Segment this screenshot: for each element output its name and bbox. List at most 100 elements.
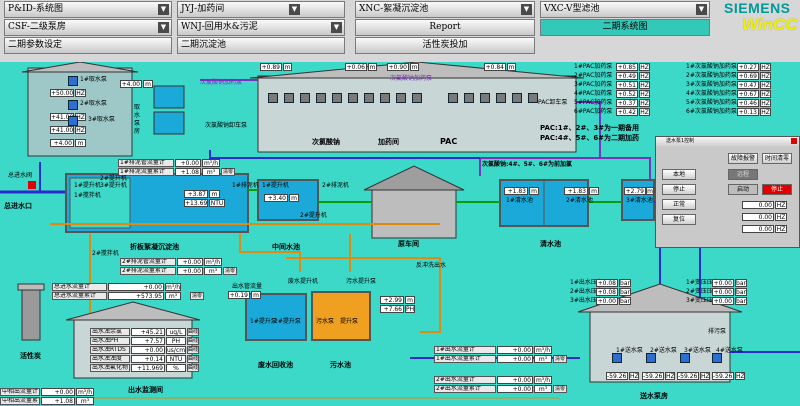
sed-sludge-2-label: 2#排泥机: [322, 182, 349, 189]
dosing-pump-icon[interactable]: [364, 93, 374, 103]
sludge-total-1-clear-button[interactable]: 清零: [221, 168, 235, 176]
cl-dosing-pump-label-2: 次氯酸钠加药泵: [390, 75, 433, 82]
remote-button[interactable]: 远程: [728, 169, 758, 180]
normal-button[interactable]: 正常: [662, 199, 696, 210]
outflow-2-sum-label: 2#出水流量累计: [434, 385, 496, 393]
dosing-pump-icon[interactable]: [528, 93, 538, 103]
cl-pump-5-value: +0.46: [737, 99, 759, 107]
nav-phase2-sedimentation[interactable]: 二期沉淀池: [177, 37, 345, 54]
quality-row-5-trend-button[interactable]: 曲线: [187, 364, 199, 372]
nav-pid-system[interactable]: P&ID-系统图▼: [4, 1, 172, 18]
outflow-label: 出水管流量: [232, 283, 263, 290]
quality-row-4-trend-button[interactable]: 曲线: [187, 355, 199, 363]
pac-pump-3-value: +0.51: [616, 81, 638, 89]
nav-phase2-params[interactable]: 二期参数设定: [4, 37, 172, 54]
fault-alarm-button[interactable]: 故障报警: [728, 153, 758, 164]
nav-carbon-dosing[interactable]: 活性炭投加: [355, 37, 535, 54]
down-arrow-icon[interactable]: ▼: [158, 22, 169, 33]
quality-row-1-trend-button[interactable]: 曲线: [187, 328, 199, 336]
clear-tank-2-label: 2#清水池: [566, 197, 593, 204]
dosing-pump-icon[interactable]: [412, 93, 422, 103]
intake-level-unit: m: [143, 80, 153, 88]
dosing-pump-icon[interactable]: [332, 93, 342, 103]
send-pump-1-icon[interactable]: [612, 353, 622, 363]
sludge-flow-1-label: 1#排泥管流量计: [118, 159, 174, 167]
sludge-total-1-value: +1.08: [175, 168, 201, 176]
dosing-pump-icon[interactable]: [380, 93, 390, 103]
intake-level2-value: +4.00: [50, 139, 74, 147]
dosing-pump-icon[interactable]: [480, 93, 490, 103]
dosing-level-3-unit: m: [410, 63, 419, 71]
send-pump-2-icon[interactable]: [646, 353, 656, 363]
nav-vxc-filter[interactable]: VXC-V型滤池▼: [540, 1, 710, 18]
sludge-flow-1-value: +0.00: [175, 159, 201, 167]
outflow-2-clear-button[interactable]: 清零: [553, 385, 567, 393]
stop-button[interactable]: 停止: [662, 184, 696, 195]
dosing-pump-icon[interactable]: [496, 93, 506, 103]
reset-button[interactable]: 复位: [662, 214, 696, 225]
quality-row-4-label: 出水浊浊度: [90, 355, 130, 363]
intake-pump-3-icon[interactable]: [68, 116, 78, 126]
send-pump-4-icon[interactable]: [712, 353, 722, 363]
dosing-pump-icon[interactable]: [284, 93, 294, 103]
quality-row-2-trend-button[interactable]: 曲线: [187, 337, 199, 345]
total-sum-clear-button[interactable]: 清零: [190, 292, 204, 300]
inlet-valve-icon[interactable]: [28, 181, 36, 189]
carbon-label: 活性炭: [20, 352, 41, 360]
sed-lifter-1-label: 1#提升机: [74, 182, 101, 189]
dosing-level-2-value: +0.06: [345, 63, 367, 71]
sludge-level-unit: m: [405, 296, 415, 304]
lift-pump-label: 提升泵: [340, 318, 359, 325]
sludge-total-2-clear-button[interactable]: 清零: [223, 267, 237, 275]
stop-button-red[interactable]: 停止: [762, 184, 792, 195]
dosing-pump-icon[interactable]: [448, 93, 458, 103]
dosing-level-1-value: +0.89: [260, 63, 282, 71]
dosing-level-4-unit: m: [507, 63, 516, 71]
outflow-1-clear-button[interactable]: 清零: [553, 355, 567, 363]
start-button[interactable]: 启动: [728, 184, 758, 195]
clear-tank-3-level-value: +2.79: [624, 187, 646, 195]
sludge-total-1-label: 1#排泥流量累计: [118, 168, 174, 176]
pac-note-1: PAC:1#、2#、3#为一期备用: [540, 124, 640, 132]
send-pump-2-label: 2#送水泵: [650, 347, 677, 354]
cl-pump-1-value: +0.27: [737, 63, 759, 71]
backwash-pump-2-label: 2#提升泵: [274, 318, 301, 325]
popup-freq-1-value: 0.00: [742, 201, 774, 209]
dosing-pump-icon[interactable]: [316, 93, 326, 103]
sludge-ph-value: +7.66: [380, 305, 404, 313]
backwash-pump-1-label: 1#提升泵: [250, 318, 277, 325]
nav-phase2-system[interactable]: 二期系统图: [540, 19, 710, 36]
nav-report[interactable]: Report: [355, 19, 535, 36]
pump1-freq-unit: HZ: [75, 89, 86, 97]
outflow-2-sum-unit: m³: [534, 385, 552, 393]
dosing-pump-icon[interactable]: [348, 93, 358, 103]
nav-csf-pumphouse[interactable]: CSF-二级泵房▼: [4, 19, 172, 36]
down-arrow-icon[interactable]: ▼: [696, 4, 707, 15]
sed-lifter-2-label: 2#提升机: [100, 175, 127, 182]
nav-xnc-sedimentation[interactable]: XNC-絮凝沉淀池▼: [355, 1, 535, 18]
dosing-pump-icon[interactable]: [268, 93, 278, 103]
nav-jyj-dosing[interactable]: JYJ-加药间▼: [177, 1, 345, 18]
down-arrow-icon[interactable]: ▼: [158, 4, 169, 15]
send-pump-3-icon[interactable]: [680, 353, 690, 363]
dosing-pump-icon[interactable]: [396, 93, 406, 103]
sed-sludge-1-label: 1#排泥机: [232, 182, 259, 189]
intake-pump-2-icon[interactable]: [68, 100, 78, 110]
pac-pump-1-label: 1#PAC加药泵: [574, 63, 613, 70]
time-reset-button[interactable]: 时间清零: [762, 153, 792, 164]
intake-pump-1-icon[interactable]: [68, 76, 78, 86]
dosing-pump-icon[interactable]: [512, 93, 522, 103]
quality-row-3-trend-button[interactable]: 曲线: [187, 346, 199, 354]
clear-tank-3-label: 3#清水池: [626, 197, 653, 204]
close-icon[interactable]: [791, 138, 797, 144]
down-arrow-icon[interactable]: ▼: [289, 4, 300, 15]
local-button[interactable]: 本地: [662, 169, 696, 180]
down-arrow-icon[interactable]: ▼: [331, 22, 342, 33]
dosing-pump-icon[interactable]: [464, 93, 474, 103]
down-arrow-icon[interactable]: ▼: [521, 4, 532, 15]
dosing-pump-icon[interactable]: [300, 93, 310, 103]
mid-out-sum-value: +1.08: [41, 397, 75, 405]
nav-wnj-reuse-sludge[interactable]: WNJ-回用水&污泥▼: [177, 19, 345, 36]
var-pressure-1-unit: bar: [735, 279, 747, 287]
out-pressure-3-unit: bar: [619, 297, 631, 305]
